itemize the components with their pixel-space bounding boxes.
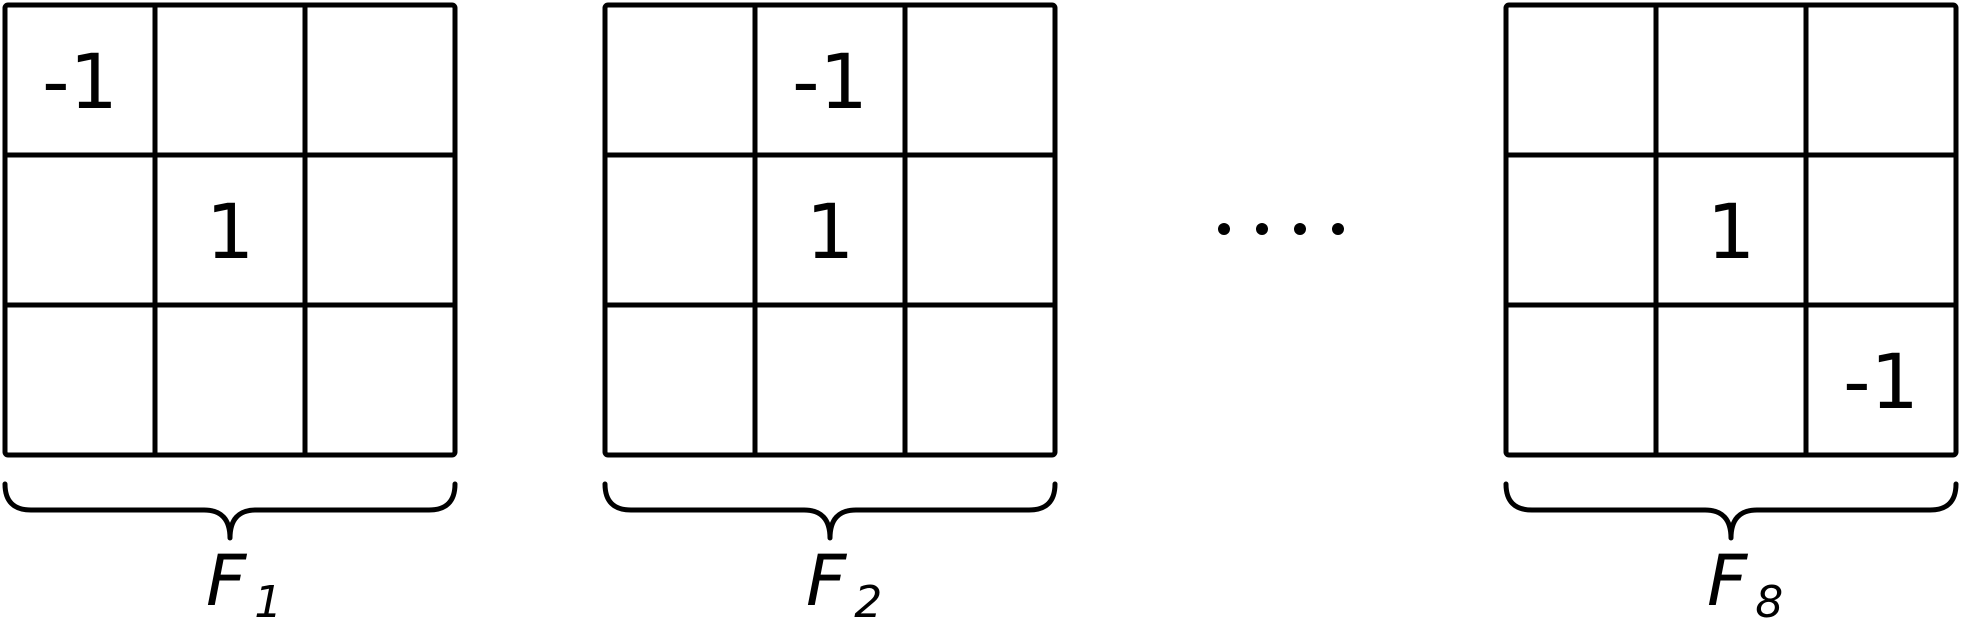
cell-value-r1-c1: 1 (206, 187, 254, 276)
filter-label-subscript: 8 (1755, 577, 1783, 628)
grid-frame (2, 2, 458, 458)
ellipsis-dot (1332, 223, 1344, 235)
ellipsis-dot (1218, 223, 1230, 235)
filter-label-main: F (806, 540, 848, 622)
cell-value-r0-c0: -1 (42, 37, 118, 126)
filter-label-main: F (1707, 540, 1749, 622)
curly-brace (2, 481, 458, 541)
ellipsis-dot (1294, 223, 1306, 235)
cell-value-r1-c1: 1 (806, 187, 854, 276)
grid-frame (602, 2, 1058, 458)
cell-value-r0-c1: -1 (792, 37, 868, 126)
curly-brace (602, 481, 1058, 541)
filter-label-subscript: 2 (854, 577, 882, 628)
cell-value-r2-c2: -1 (1843, 337, 1919, 426)
ellipsis-dot (1256, 223, 1268, 235)
cell-value-r1-c1: 1 (1707, 187, 1755, 276)
filter-label-subscript: 1 (254, 577, 282, 628)
grid-frame (1503, 2, 1959, 458)
ellipsis-dots (1218, 223, 1344, 235)
filter-label-main: F (206, 540, 248, 622)
curly-brace (1503, 481, 1959, 541)
